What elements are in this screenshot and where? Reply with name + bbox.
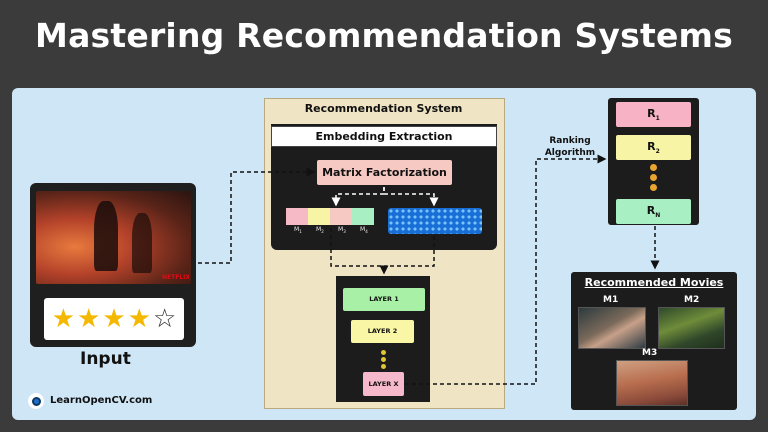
matrix-cell (352, 208, 374, 225)
ellipsis-dot (381, 357, 386, 362)
rank-subscript: 2 (655, 148, 660, 156)
matrix-cell-label: M3 (338, 226, 346, 235)
matrix-cell (286, 208, 308, 225)
ellipsis-dot (381, 350, 386, 355)
ellipsis-dot (381, 364, 386, 369)
star-filled-icon[interactable]: ★ (51, 304, 76, 334)
star-empty-icon[interactable]: ☆ (152, 304, 177, 334)
layer-x: LAYER X (363, 372, 404, 396)
embedding-extraction-title: Embedding Extraction (271, 126, 497, 147)
movie-label-m1: M1 (603, 295, 619, 305)
page-title: Mastering Recommendation Systems (35, 16, 733, 55)
movie-thumbnail-m3[interactable] (616, 360, 688, 406)
star-filled-icon[interactable]: ★ (127, 304, 151, 334)
layer-1: LAYER 1 (343, 288, 425, 311)
ranking-algorithm-label: Ranking Algorithm (542, 135, 598, 159)
rank-subscript: 1 (655, 115, 660, 123)
matrix-cell-label: M2 (316, 226, 324, 235)
ranking-label-line2: Algorithm (544, 148, 596, 158)
rank-letter: R (646, 204, 656, 217)
rank-item-2: R2 (616, 135, 691, 160)
recommended-movies-title: Recommended Movies (584, 276, 724, 289)
layer-2: LAYER 2 (351, 320, 414, 343)
rank-subscript: N (655, 212, 661, 220)
rank-letter: R (647, 107, 656, 120)
movie-label-m3: M3 (642, 348, 658, 358)
rank-letter: R (647, 140, 656, 153)
movie-thumbnail-m2[interactable] (658, 307, 725, 349)
movie-scene-image: NETFLIX (36, 191, 191, 284)
movie-thumbnail-m1[interactable] (578, 307, 646, 349)
embedding-vector-dots (388, 208, 482, 234)
ranking-label-line1: Ranking (549, 136, 591, 146)
rank-item-1: R1 (616, 102, 691, 127)
matrix-factorization-box: Matrix Factorization (317, 160, 452, 185)
scene-figure (132, 213, 152, 273)
matrix-cell (330, 208, 352, 225)
matrix-cell-label: M1 (294, 226, 302, 235)
netflix-watermark: NETFLIX (162, 274, 190, 281)
matrix-cell-label: M4 (360, 226, 368, 235)
matrix-cell (308, 208, 330, 225)
rank-item-n: RN (616, 199, 691, 224)
star-rating: ★★★★☆ (44, 298, 184, 340)
scene-figure (94, 201, 118, 271)
input-label: Input (80, 349, 131, 369)
star-filled-icon[interactable]: ★ (102, 304, 126, 334)
learnopencv-logo-icon (28, 393, 44, 409)
star-filled-icon[interactable]: ★ (77, 304, 101, 334)
ellipsis-dot (650, 184, 657, 191)
recommendation-system-title: Recommendation System (304, 102, 463, 115)
movie-label-m2: M2 (684, 295, 700, 305)
logo-text: LearnOpenCV.com (50, 395, 153, 406)
ellipsis-dot (650, 164, 657, 171)
ellipsis-dot (650, 174, 657, 181)
